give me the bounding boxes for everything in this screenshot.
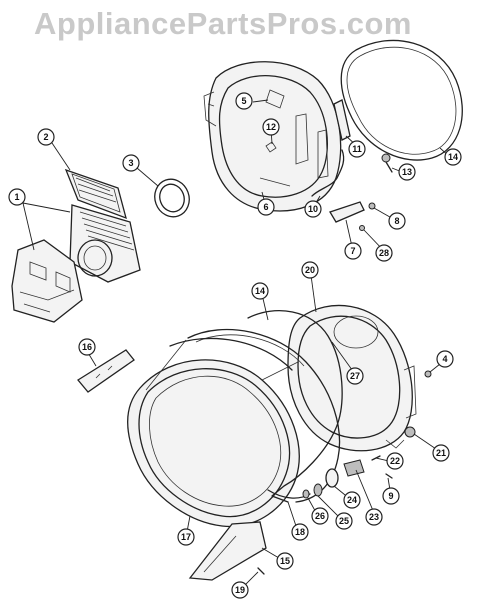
callout-14-lower: 14 <box>251 282 269 300</box>
callout-10: 10 <box>304 200 322 218</box>
svg-text:15: 15 <box>280 556 290 566</box>
callout-23: 23 <box>365 508 383 526</box>
part-screw-4 <box>424 370 432 378</box>
callout-28: 28 <box>375 244 393 262</box>
part-bracket <box>329 201 376 231</box>
part-screw-13 <box>381 153 393 173</box>
callout-24: 24 <box>343 491 361 509</box>
part-bearing <box>404 426 416 438</box>
svg-text:27: 27 <box>350 371 360 381</box>
callout-7: 7 <box>344 242 362 260</box>
callout-6: 6 <box>257 198 275 216</box>
svg-text:4: 4 <box>442 354 447 364</box>
part-wire-harness <box>311 149 345 197</box>
svg-text:1: 1 <box>14 192 19 202</box>
callout-12: 12 <box>262 118 280 136</box>
svg-text:19: 19 <box>235 585 245 595</box>
callout-2: 2 <box>37 128 55 146</box>
callout-3: 3 <box>122 154 140 172</box>
part-drum <box>127 328 341 528</box>
svg-text:10: 10 <box>308 204 318 214</box>
svg-text:14: 14 <box>255 286 265 296</box>
callout-15: 15 <box>276 552 294 570</box>
svg-text:7: 7 <box>350 246 355 256</box>
watermark-logo: AppliancePartsPros.com <box>34 6 412 41</box>
callout-27: 27 <box>346 367 364 385</box>
callout-11: 11 <box>348 140 366 158</box>
part-lint-duct-assembly <box>11 204 141 323</box>
callout-14-top: 14 <box>444 148 462 166</box>
svg-text:23: 23 <box>369 512 379 522</box>
part-slide <box>188 521 267 581</box>
callout-18: 18 <box>291 523 309 541</box>
part-drum-seal-lower <box>247 310 343 503</box>
callout-26: 26 <box>311 507 329 525</box>
part-shaft-assembly <box>302 455 393 499</box>
svg-text:8: 8 <box>394 216 399 226</box>
callout-16: 16 <box>78 338 96 356</box>
svg-text:5: 5 <box>241 96 246 106</box>
svg-text:16: 16 <box>82 342 92 352</box>
svg-text:25: 25 <box>339 516 349 526</box>
callout-17: 17 <box>177 528 195 546</box>
svg-text:28: 28 <box>379 248 389 258</box>
svg-text:14: 14 <box>448 152 458 162</box>
part-ring-seal <box>154 178 190 218</box>
svg-text:22: 22 <box>390 456 400 466</box>
callout-13: 13 <box>398 163 416 181</box>
part-lint-filter <box>64 168 127 220</box>
svg-text:11: 11 <box>352 144 362 154</box>
svg-text:18: 18 <box>295 527 305 537</box>
callout-9: 9 <box>382 487 400 505</box>
callout-5: 5 <box>235 92 253 110</box>
part-tube <box>333 99 351 141</box>
svg-text:13: 13 <box>402 167 412 177</box>
callout-19: 19 <box>231 581 249 599</box>
callout-21: 21 <box>432 444 450 462</box>
svg-text:2: 2 <box>43 132 48 142</box>
svg-text:26: 26 <box>315 511 325 521</box>
callout-1: 1 <box>8 188 26 206</box>
part-front-bulkhead <box>203 61 342 212</box>
part-bracket-16 <box>77 349 135 393</box>
svg-text:3: 3 <box>128 158 133 168</box>
callout-22: 22 <box>386 452 404 470</box>
svg-text:6: 6 <box>263 202 268 212</box>
svg-text:20: 20 <box>305 265 315 275</box>
callout-20: 20 <box>301 261 319 279</box>
callout-25: 25 <box>335 512 353 530</box>
part-screw-19 <box>257 567 265 575</box>
svg-text:24: 24 <box>347 495 357 505</box>
svg-text:12: 12 <box>266 122 276 132</box>
part-drum-seal-top <box>340 39 463 161</box>
svg-text:9: 9 <box>388 491 393 501</box>
callout-4: 4 <box>436 350 454 368</box>
callout-8: 8 <box>388 212 406 230</box>
svg-text:17: 17 <box>181 532 191 542</box>
svg-text:21: 21 <box>436 448 446 458</box>
